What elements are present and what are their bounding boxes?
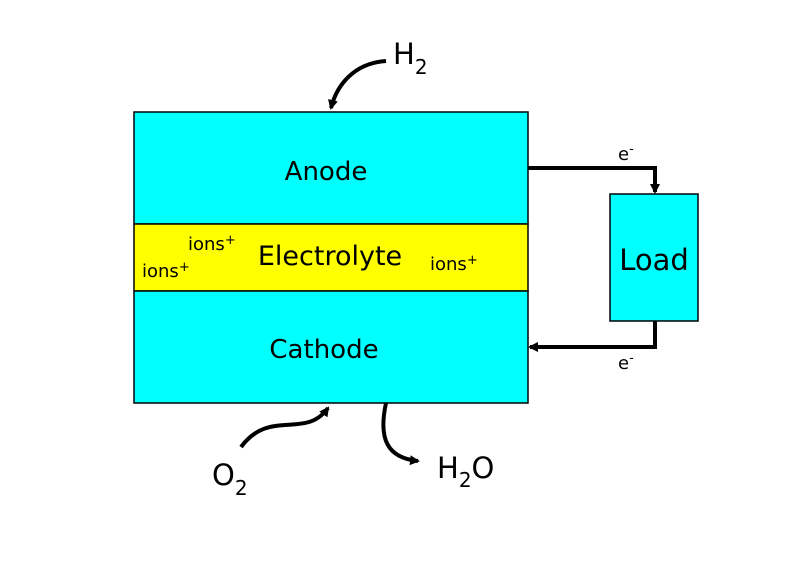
water-subscript: 2 — [459, 468, 472, 492]
ion-text: ions — [142, 261, 179, 282]
oxygen-symbol: O — [212, 458, 235, 492]
ion-label-3: ions+ — [430, 253, 478, 275]
oxygen-input-arrow — [239, 406, 330, 449]
electron-text: e — [618, 353, 629, 374]
electron-text: e — [618, 144, 629, 165]
water-label: H2O — [437, 451, 494, 492]
electron-flow-arrow-to-cathode — [528, 321, 657, 352]
electron-label-top: e- — [618, 142, 634, 165]
ion-label-1: ions+ — [188, 233, 236, 255]
ion-charge: + — [467, 253, 478, 268]
water-h: H — [437, 451, 459, 485]
oxygen-subscript: 2 — [235, 476, 248, 500]
electron-flow-arrow-to-load — [528, 166, 660, 194]
load-box — [609, 193, 699, 322]
hydrogen-symbol: H — [393, 37, 415, 71]
electron-charge: - — [629, 351, 634, 366]
ion-label-2: ions+ — [142, 260, 190, 282]
electron-label-bottom: e- — [618, 351, 634, 374]
anode-layer — [133, 111, 529, 225]
hydrogen-input-arrow — [328, 59, 387, 110]
anode-label: Anode — [285, 157, 368, 187]
cathode-label: Cathode — [269, 335, 378, 365]
electrolyte-label: Electrolyte — [258, 241, 402, 272]
electrolyte-layer — [133, 223, 529, 292]
water-o: O — [472, 451, 495, 485]
ion-text: ions — [430, 254, 467, 275]
hydrogen-label: H2 — [393, 37, 428, 79]
ion-charge: + — [225, 233, 236, 248]
cathode-layer — [133, 290, 529, 404]
water-output-arrow — [381, 402, 420, 466]
hydrogen-subscript: 2 — [415, 55, 428, 79]
oxygen-label: O2 — [212, 458, 248, 500]
electron-charge: - — [629, 142, 634, 157]
ion-charge: + — [179, 260, 190, 275]
ion-text: ions — [188, 234, 225, 255]
load-label: Load — [619, 243, 689, 277]
